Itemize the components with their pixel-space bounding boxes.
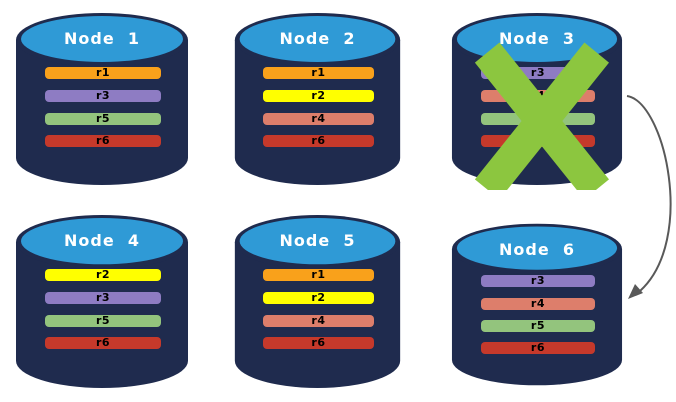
replica-label: r3 (95, 291, 111, 304)
replica-label: r6 (530, 341, 545, 354)
replica-bar: r2 (262, 89, 375, 102)
node-title: Node 3 (499, 29, 575, 48)
replica-bar: r3 (44, 291, 162, 304)
cylinder-top-face (239, 218, 396, 265)
node-1: Node 1 r1 r3 r5 r6 (12, 8, 192, 190)
replica-bar: r3 (44, 89, 162, 102)
replica-label: r1 (311, 268, 326, 281)
replica-label: r2 (95, 268, 111, 281)
replica-bar: r6 (262, 336, 375, 349)
arrow-head-icon (628, 284, 643, 299)
replica-label: r4 (530, 297, 545, 310)
replica-label: r3 (530, 274, 545, 287)
replica-bar: r5 (44, 314, 162, 327)
replica-label: r4 (311, 112, 326, 125)
replica-label: r6 (311, 134, 326, 147)
cylinder-top-face (21, 16, 183, 62)
replica-label: r5 (530, 319, 545, 332)
replica-label: r3 (95, 89, 111, 102)
replica-bar: r1 (262, 66, 375, 79)
replica-label: r6 (311, 336, 326, 349)
replica-bar: r6 (480, 341, 596, 354)
replica-label: r1 (311, 66, 326, 79)
replica-label: r5 (95, 314, 111, 327)
replica-label: r5 (95, 112, 111, 125)
node-6: Node 6 r3 r4 r5 r6 (448, 219, 626, 390)
node-title: Node 1 (64, 29, 140, 48)
replica-label: r1 (95, 66, 111, 79)
replica-label: r2 (311, 89, 326, 102)
replica-bar: r5 (480, 319, 596, 332)
node-title: Node 2 (279, 29, 356, 48)
cylinder-top-face (21, 218, 183, 265)
replica-bar: r6 (44, 134, 162, 147)
replica-bar: r4 (262, 314, 375, 327)
replica-label: r3 (530, 66, 545, 79)
node-3: Node 3 r3 r4 r5 r6 (448, 8, 626, 190)
replica-bar: r5 (44, 112, 162, 125)
replica-label: r6 (95, 336, 111, 349)
replica-bar: r4 (262, 112, 375, 125)
x-stroke (474, 42, 610, 190)
replica-bar: r2 (44, 268, 162, 281)
node-5: Node 5 r1 r2 r4 r6 (231, 210, 404, 393)
node-title: Node 6 (499, 240, 575, 259)
cylinder-top-face (456, 226, 618, 270)
node-4: Node 4 r2 r3 r5 r6 (12, 210, 192, 393)
replica-bar: r1 (262, 268, 375, 281)
replica-label: r2 (311, 291, 326, 304)
replica-bar: r4 (480, 297, 596, 310)
replica-bar: r3 (480, 274, 596, 287)
node-2: Node 2 r1 r2 r4 r6 (231, 8, 404, 190)
node-title: Node 5 (279, 231, 356, 250)
failure-x-icon (474, 42, 610, 190)
replica-bar: r6 (44, 336, 162, 349)
replica-label: r6 (95, 134, 111, 147)
node-title: Node 4 (64, 231, 140, 250)
replica-label: r4 (311, 314, 326, 327)
replica-bar: r2 (262, 291, 375, 304)
replica-bar: r6 (262, 134, 375, 147)
arrow-curve (626, 95, 672, 292)
replica-bar: r1 (44, 66, 162, 79)
cylinder-top-face (239, 16, 396, 62)
